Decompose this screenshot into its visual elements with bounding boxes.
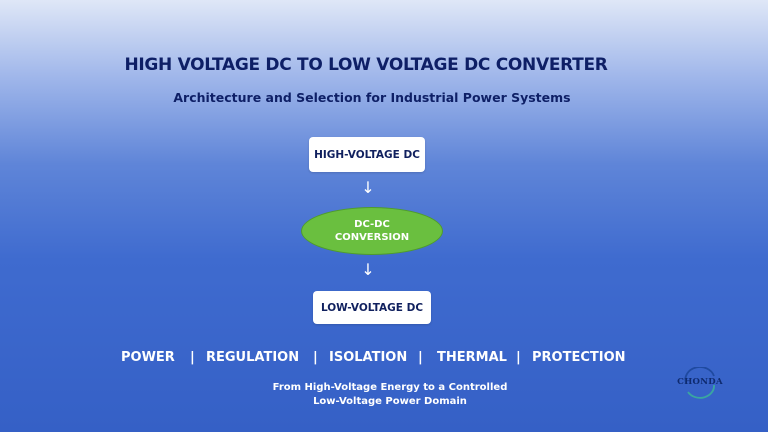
conversion-label-line1: DC-DC bbox=[354, 219, 390, 230]
page-title-text: HIGH VOLTAGE DC TO LOW VOLTAGE DC CONVER… bbox=[124, 55, 608, 75]
feature-separator: | bbox=[516, 350, 521, 365]
feature-bar: POWER | REGULATION | ISOLATION | THERMAL… bbox=[0, 350, 768, 370]
page-title: HIGH VOLTAGE DC TO LOW VOLTAGE DC CONVER… bbox=[0, 55, 768, 75]
feature-isolation: ISOLATION bbox=[329, 350, 408, 365]
dc-dc-conversion-node: DC-DC CONVERSION bbox=[301, 207, 443, 255]
footer-caption: From High-Voltage Energy to a Controlled… bbox=[0, 381, 768, 409]
footer-line1: From High-Voltage Energy to a Controlled bbox=[272, 382, 508, 393]
company-logo: CHONDA bbox=[676, 366, 724, 399]
low-voltage-dc-label: LOW-VOLTAGE DC bbox=[320, 301, 424, 314]
logo-text: CHONDA bbox=[677, 377, 723, 387]
feature-separator: | bbox=[190, 350, 195, 365]
feature-regulation: REGULATION bbox=[206, 350, 300, 365]
conversion-label-line2: CONVERSION bbox=[334, 232, 410, 243]
feature-separator: | bbox=[418, 350, 423, 365]
low-voltage-dc-box: LOW-VOLTAGE DC bbox=[313, 291, 431, 324]
high-voltage-dc-label: HIGH-VOLTAGE DC bbox=[314, 148, 420, 161]
feature-protection: PROTECTION bbox=[532, 350, 626, 365]
page-subtitle-text: Architecture and Selection for Industria… bbox=[173, 90, 571, 105]
page-subtitle: Architecture and Selection for Industria… bbox=[0, 90, 768, 105]
high-voltage-dc-box: HIGH-VOLTAGE DC bbox=[309, 137, 425, 172]
feature-separator: | bbox=[313, 350, 318, 365]
feature-power: POWER bbox=[121, 350, 175, 365]
logo-swoosh-icon bbox=[684, 366, 715, 399]
feature-thermal: THERMAL bbox=[437, 350, 507, 365]
down-arrow-icon: ↓ bbox=[361, 260, 375, 279]
footer-line2: Low-Voltage Power Domain bbox=[313, 396, 467, 407]
down-arrow-icon: ↓ bbox=[361, 178, 375, 197]
